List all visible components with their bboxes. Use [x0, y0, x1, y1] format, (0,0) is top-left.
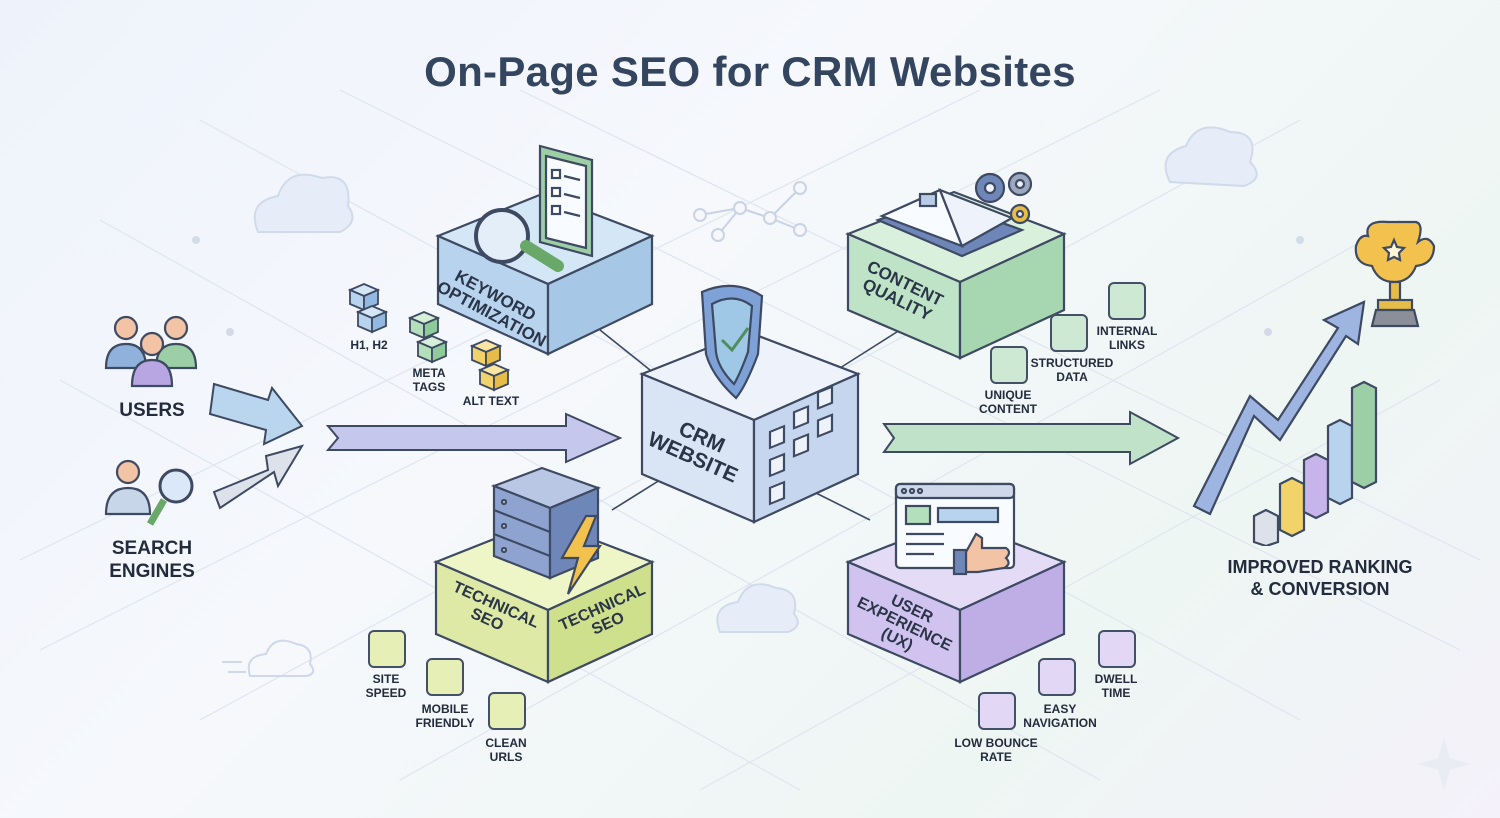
- h1-h2-label: H1, H2: [350, 338, 388, 352]
- mobile-friendly-label: MOBILE FRIENDLY: [408, 702, 482, 731]
- internal-line2: LINKS: [1109, 338, 1145, 353]
- search-engines-line2: ENGINES: [109, 560, 195, 582]
- bounce-line1: LOW BOUNCE: [954, 736, 1038, 750]
- unique-line1: UNIQUE: [984, 388, 1032, 402]
- low-bounce-rate-icon: [978, 692, 1016, 730]
- growth-chart-icon: [1192, 220, 1436, 546]
- unique-line2: CONTENT: [979, 402, 1037, 417]
- output-arrow: [882, 410, 1181, 466]
- alt-text-label: ALT TEXT: [462, 394, 520, 408]
- nav-line1: EASY: [1043, 702, 1077, 716]
- meta-tags-label: META TAGS: [398, 366, 460, 395]
- search-engines-label: SEARCH ENGINES: [82, 538, 222, 584]
- nav-line2: NAVIGATION: [1023, 716, 1097, 731]
- result-line2: & CONVERSION: [1250, 578, 1390, 599]
- mobile-friendly-icon: [426, 658, 464, 696]
- mobile-line1: MOBILE: [421, 702, 469, 716]
- internal-links-icon: [1108, 282, 1146, 320]
- content-quality-block: [845, 171, 1067, 360]
- dwell-time-icon: [1098, 630, 1136, 668]
- h1-h2-cubes-icon: [347, 283, 389, 334]
- structured-data-icon: [1050, 314, 1088, 352]
- input-arrows: [208, 382, 623, 510]
- technical-seo-block: [433, 466, 655, 684]
- browser-window-icon: [894, 482, 1016, 576]
- keyword-optimization-block: [435, 144, 655, 356]
- search-engines-line1: SEARCH: [111, 538, 193, 559]
- mobile-line2: FRIENDLY: [415, 716, 475, 731]
- speed-line1: SITE: [372, 672, 400, 686]
- internal-links-label: INTERNAL LINKS: [1088, 324, 1166, 353]
- alt-text-cubes-icon: [469, 339, 511, 392]
- site-speed-label: SITE SPEED: [352, 672, 420, 701]
- result-line1: IMPROVED RANKING: [1227, 557, 1413, 577]
- clean-urls-label: CLEAN URLS: [472, 736, 540, 765]
- unique-content-icon: [990, 346, 1028, 384]
- site-speed-icon: [368, 630, 406, 668]
- easy-navigation-label: EASY NAVIGATION: [1014, 702, 1106, 731]
- unique-content-label: UNIQUE CONTENT: [968, 388, 1048, 417]
- meta-line2: TAGS: [412, 380, 446, 395]
- users-icon: [104, 315, 198, 388]
- low-bounce-rate-label: LOW BOUNCE RATE: [948, 736, 1044, 765]
- meta-tags-cubes-icon: [407, 311, 449, 364]
- dwell-line1: DWELL: [1094, 672, 1138, 686]
- crm-website-block: [639, 284, 861, 524]
- clean-urls-icon: [488, 692, 526, 730]
- dwell-line2: TIME: [1101, 686, 1131, 701]
- search-engine-icon: [104, 459, 194, 526]
- structured-line2: DATA: [1056, 370, 1088, 385]
- urls-line2: URLS: [489, 750, 523, 765]
- internal-line1: INTERNAL: [1096, 324, 1158, 338]
- structured-line1: STRUCTURED: [1030, 356, 1114, 370]
- users-label: USERS: [119, 400, 185, 421]
- easy-navigation-icon: [1038, 658, 1076, 696]
- urls-line1: CLEAN: [485, 736, 527, 750]
- page-title: On-Page SEO for CRM Websites: [424, 48, 1076, 95]
- structured-data-label: STRUCTURED DATA: [1028, 356, 1116, 385]
- dwell-time-label: DWELL TIME: [1082, 672, 1150, 701]
- bounce-line2: RATE: [980, 750, 1012, 765]
- speed-line2: SPEED: [365, 686, 407, 701]
- meta-line1: META: [412, 366, 446, 380]
- improved-ranking-label: IMPROVED RANKING & CONVERSION: [1200, 557, 1440, 600]
